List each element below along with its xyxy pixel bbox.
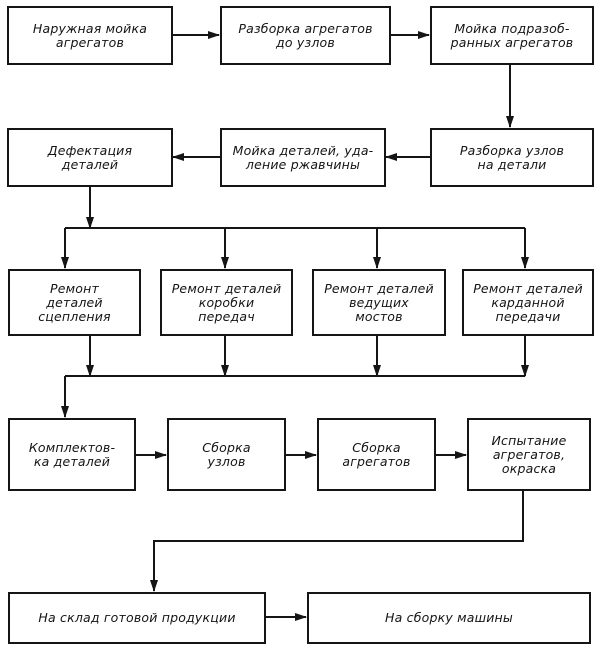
step-label: Разборка агрегатов до узлов [238,20,373,50]
step-repair-gearbox: Ремонт деталей коробки передач [160,269,293,336]
step-label: Наружная мойка агрегатов [32,20,148,50]
step-label: Дефектация деталей [47,142,133,172]
step-disassembly-to-parts: Разборка узлов на детали [430,128,594,187]
step-label: Разборка узлов на детали [459,142,565,172]
step-finished-goods-warehouse: На склад готовой продукции [8,592,266,644]
step-label: Мойка подразоб- ранных агрегатов [450,20,574,50]
step-label: Ремонт деталей ведущих мостов [324,280,434,324]
step-unit-assembly: Сборка узлов [167,418,286,491]
step-label: Комплектов- ка деталей [28,439,116,469]
step-label: На склад готовой продукции [38,610,236,625]
step-external-washing: Наружная мойка агрегатов [7,6,173,65]
step-aggregate-assembly: Сборка агрегатов [317,418,436,491]
step-disassembly-to-units: Разборка агрегатов до узлов [220,6,391,65]
step-repair-cardan: Ремонт деталей карданной передачи [462,269,594,336]
step-parts-washing: Мойка деталей, уда- ление ржавчины [220,128,386,187]
step-machine-assembly: На сборку машины [307,592,591,644]
step-defect-detection: Дефектация деталей [7,128,173,187]
step-label: Ремонт деталей сцепления [38,280,111,324]
step-repair-drive-axles: Ремонт деталей ведущих мостов [312,269,446,336]
arrow-n14-n15 [150,490,524,592]
step-label: Сборка узлов [202,439,251,469]
step-washing-disassembled: Мойка подразоб- ранных агрегатов [430,6,594,65]
step-label: Испытание агрегатов, окраска [491,432,567,476]
step-label: Мойка деталей, уда- ление ржавчины [232,142,374,172]
step-repair-clutch: Ремонт деталей сцепления [8,269,141,336]
step-label: На сборку машины [384,610,513,625]
step-label: Ремонт деталей карданной передачи [473,280,583,324]
step-label: Ремонт деталей коробки передач [171,280,282,324]
step-parts-kitting: Комплектов- ка деталей [8,418,136,491]
step-testing-painting: Испытание агрегатов, окраска [467,418,591,491]
step-label: Сборка агрегатов [342,439,411,469]
